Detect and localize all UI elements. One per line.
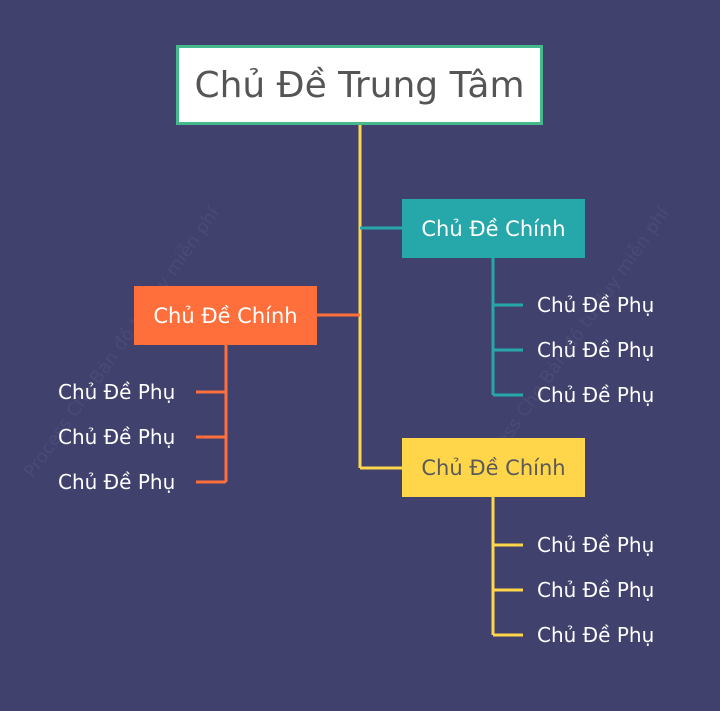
subtopic-teal[interactable]: Chủ Đề Phụ (537, 338, 655, 362)
subtopic-yellow[interactable]: Chủ Đề Phụ (537, 623, 655, 647)
main-topic-label: Chủ Đề Chính (153, 303, 298, 328)
main-topic-orange[interactable]: Chủ Đề Chính (134, 286, 317, 345)
subtopic-orange[interactable]: Chủ Đề Phụ (58, 380, 176, 404)
main-topic-label: Chủ Đề Chính (421, 455, 566, 480)
main-topic-teal[interactable]: Chủ Đề Chính (402, 199, 585, 258)
subtopic-orange[interactable]: Chủ Đề Phụ (58, 425, 176, 449)
main-topic-label: Chủ Đề Chính (421, 216, 566, 241)
central-topic[interactable]: Chủ Đề Trung Tâm (176, 45, 543, 125)
main-topic-yellow[interactable]: Chủ Đề Chính (402, 438, 585, 497)
subtopic-yellow[interactable]: Chủ Đề Phụ (537, 533, 655, 557)
subtopic-orange[interactable]: Chủ Đề Phụ (58, 470, 176, 494)
central-topic-label: Chủ Đề Trung Tâm (194, 64, 525, 106)
subtopic-teal[interactable]: Chủ Đề Phụ (537, 293, 655, 317)
subtopic-yellow[interactable]: Chủ Đề Phụ (537, 578, 655, 602)
subtopic-teal[interactable]: Chủ Đề Phụ (537, 383, 655, 407)
